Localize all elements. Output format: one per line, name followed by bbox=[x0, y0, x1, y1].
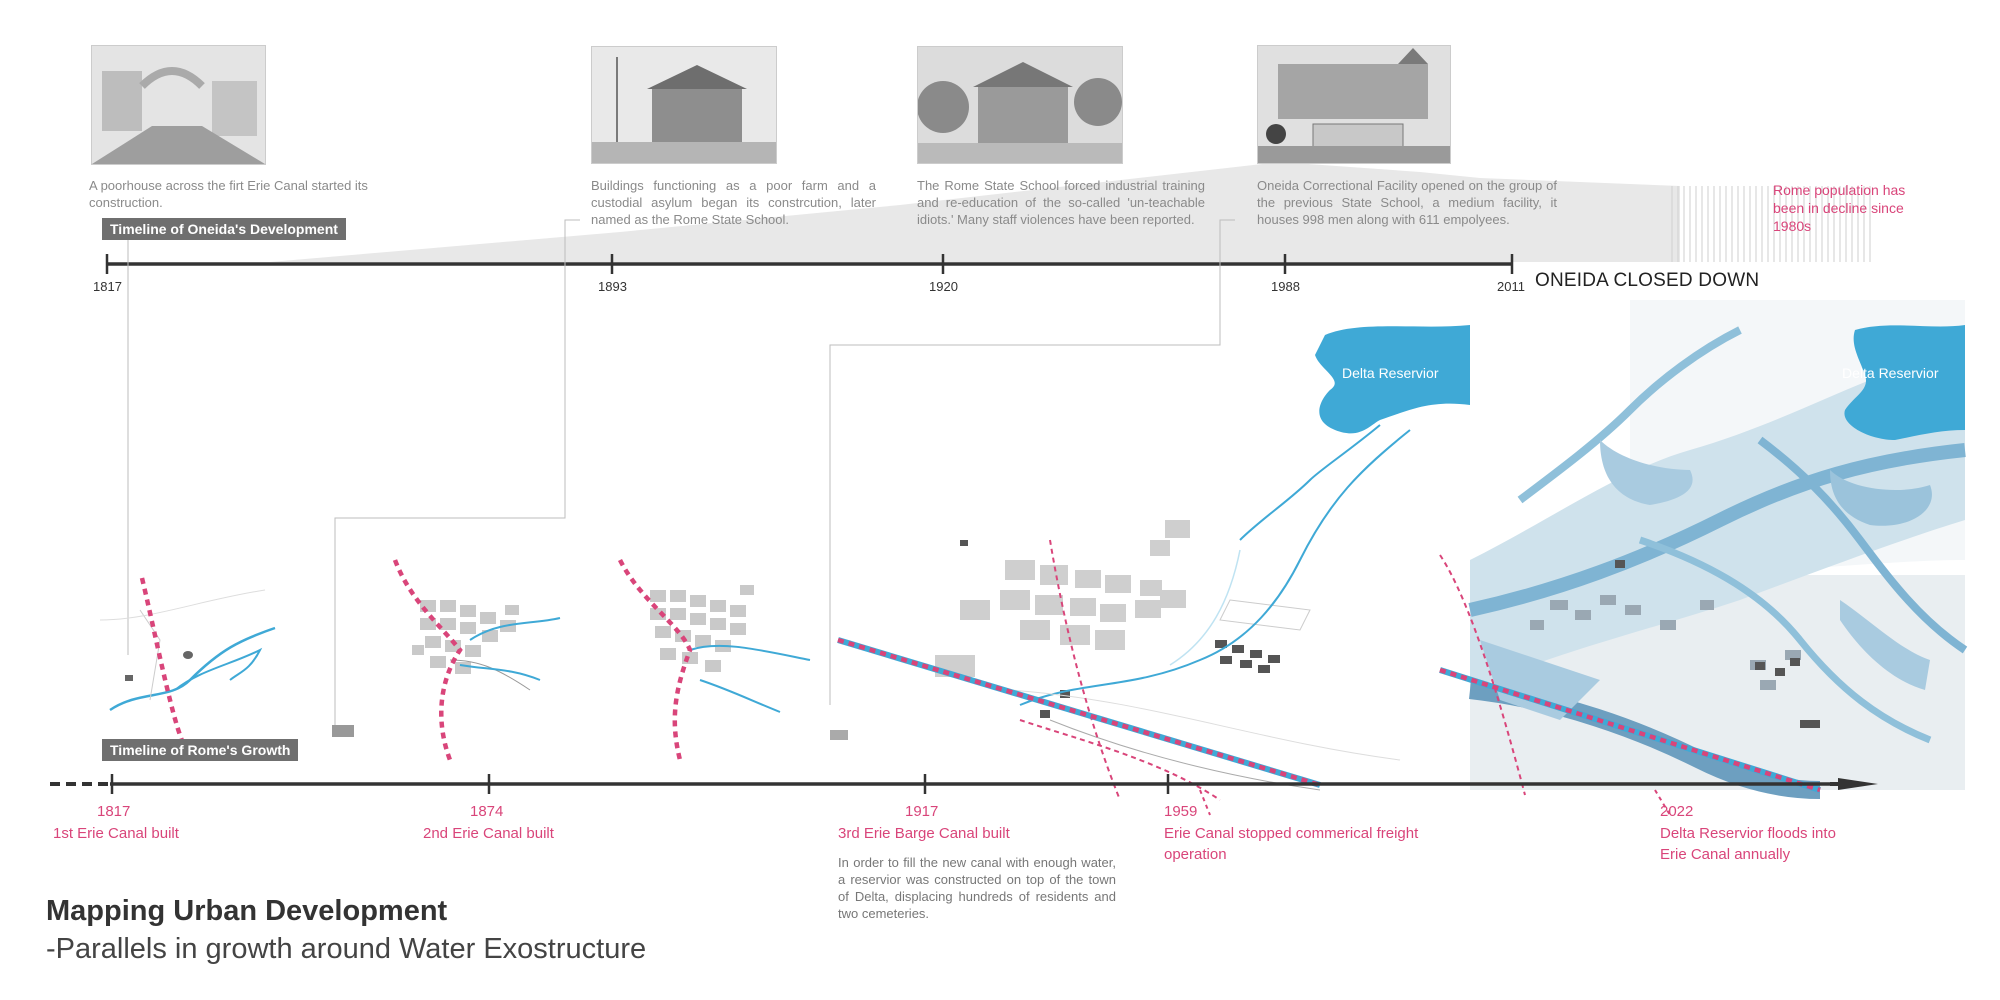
photo-state-school-1920 bbox=[917, 46, 1123, 164]
event-text-1988: Oneida Correctional Facility opened on t… bbox=[1257, 178, 1557, 227]
oneida-closed-label: ONEIDA CLOSED DOWN bbox=[1535, 270, 1760, 291]
population-area bbox=[270, 162, 1680, 262]
population-hatch bbox=[1671, 186, 1871, 262]
bottom-label-1874: 2nd Erie Canal built bbox=[423, 825, 554, 842]
bottom-label-1959: Erie Canal stopped commerical freight op… bbox=[1164, 825, 1419, 863]
top-timeline-ticks bbox=[105, 254, 1514, 274]
bottom-note-1917: In order to fill the new canal with enou… bbox=[838, 855, 1116, 921]
bottom-year-1959: 1959 bbox=[1164, 803, 1198, 820]
bottom-label-2022: Delta Reservior floods into Erie Canal a… bbox=[1660, 825, 1836, 863]
bottom-year-1917: 1917 bbox=[905, 803, 939, 820]
photo-poorhouse bbox=[91, 45, 266, 165]
oneida-timeline-tag: Timeline of Oneida's Development bbox=[102, 218, 346, 240]
delta-reservoir-2 bbox=[1844, 325, 1965, 440]
event-text-1920: The Rome State School forced industrial … bbox=[917, 178, 1205, 227]
reservoir-label-1: Delta Reservior bbox=[1342, 365, 1439, 381]
bottom-label-1917: 3rd Erie Barge Canal built bbox=[838, 825, 1010, 842]
delta-reservoir-1 bbox=[1315, 325, 1470, 434]
reservoir-label-2: Delta Reservior bbox=[1842, 365, 1939, 381]
bottom-timeline-arrow bbox=[1838, 778, 1878, 790]
map-1817 bbox=[99, 577, 276, 756]
rome-timeline-tag: Timeline of Rome's Growth bbox=[102, 739, 299, 761]
map-2022 bbox=[1439, 300, 1968, 799]
top-year-2011: 2011 bbox=[1497, 279, 1525, 294]
top-year-1920: 1920 bbox=[929, 279, 958, 294]
bottom-timeline-ticks bbox=[110, 774, 1170, 794]
bottom-year-1817: 1817 bbox=[97, 803, 131, 820]
photo-state-school-1893 bbox=[591, 46, 777, 164]
top-year-1988: 1988 bbox=[1271, 279, 1300, 294]
event-text-1893: Buildings functioning as a poor farm and… bbox=[591, 178, 876, 227]
page-subtitle: -Parallels in growth around Water Exostr… bbox=[46, 933, 647, 965]
top-year-1817: 1817 bbox=[93, 279, 122, 294]
event-text-1817: A poorhouse across the firt Erie Canal s… bbox=[89, 178, 368, 210]
map-growth-3 bbox=[617, 558, 848, 761]
page-title: Mapping Urban Development bbox=[46, 895, 448, 927]
photo-correctional-facility bbox=[1257, 45, 1451, 164]
top-year-1893: 1893 bbox=[598, 279, 627, 294]
connector-lines bbox=[127, 219, 1235, 725]
map-1874 bbox=[332, 559, 561, 761]
bottom-label-1817: 1st Erie Canal built bbox=[53, 825, 179, 842]
map-1917 bbox=[837, 429, 1411, 801]
population-note: Rome population has been in decline sinc… bbox=[1773, 182, 1906, 234]
bottom-year-2022: 2022 bbox=[1660, 803, 1694, 820]
bottom-year-1874: 1874 bbox=[470, 803, 504, 820]
